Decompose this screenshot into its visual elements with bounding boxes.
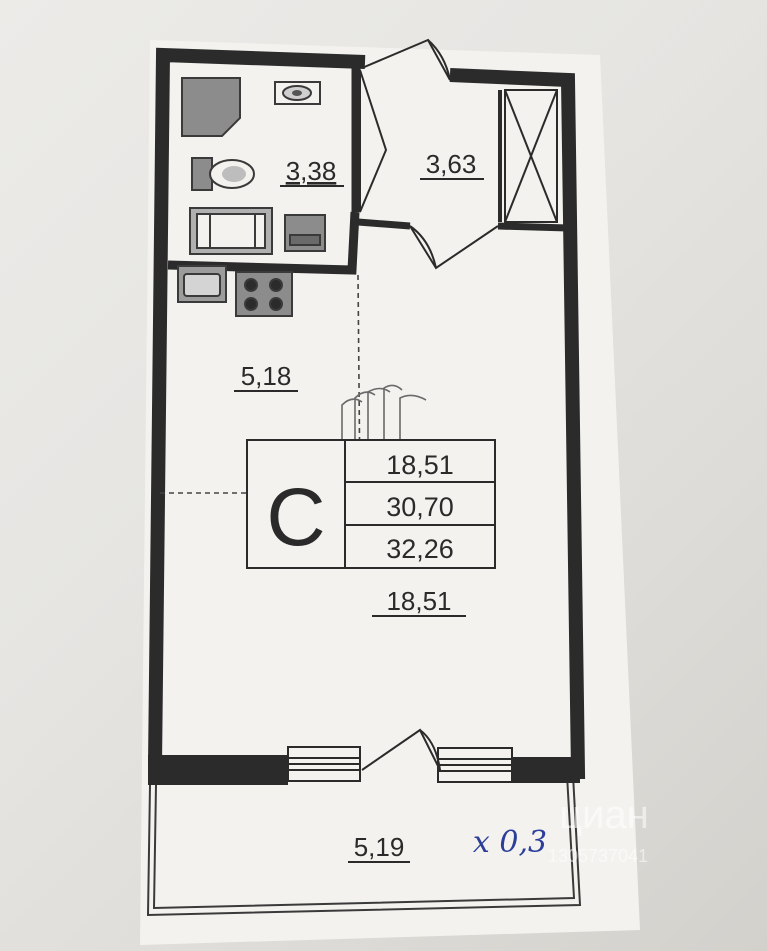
entrance-door [361,38,451,81]
bathroom-door [359,69,388,213]
hall-area-label: 3,63 [426,149,477,179]
bottom-wall [148,755,288,785]
balcony-window-left [287,746,361,782]
stove-icon [235,271,293,317]
bathroom-area-label: 3,38 [286,156,337,186]
bottom-wall-right [512,757,580,783]
summary-total-with-balcony: 32,26 [386,534,454,564]
curtain-decoration [341,384,427,478]
balcony-area-label: 5,19 [354,832,405,862]
hall-door [409,225,499,270]
balcony-door [361,728,441,771]
summary-total-area: 30,70 [386,492,454,522]
watermark-id: 1305737041 [548,846,648,866]
kitchen-sink-icon [177,265,227,303]
bathtub-icon [189,207,273,255]
hall-walls [357,218,569,232]
kitchen-area-label: 5,18 [241,361,292,391]
watermark-brand: циан [559,793,649,837]
summary-type-letter: С [266,472,325,563]
washbasin-icon [274,81,321,105]
toilet-icon [191,157,255,191]
washing-machine-icon [284,214,326,252]
shower-icon [181,77,241,137]
summary-living-area: 18,51 [386,450,454,480]
wardrobe [498,89,558,223]
bathroom-walls [167,66,361,275]
handwritten-coefficient-note: x 0,3 [473,825,547,860]
living-area-label: 18,51 [386,586,451,616]
summary-table [246,439,496,569]
balcony-window-right [437,747,513,783]
balcony-outline [146,774,582,917]
